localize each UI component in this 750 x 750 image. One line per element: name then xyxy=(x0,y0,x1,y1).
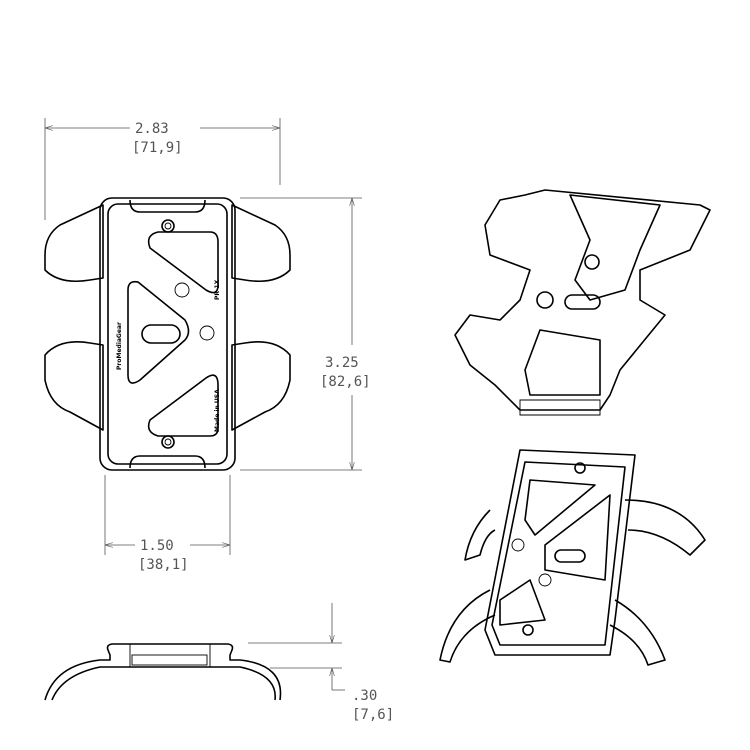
svg-text:[82,6]: [82,6] xyxy=(320,374,371,390)
dimension-width: 2.83 [71,9] xyxy=(44,118,281,220)
side-view xyxy=(44,643,282,701)
svg-text:.30: .30 xyxy=(352,688,377,704)
dimension-height: 3.25 [82,6] xyxy=(240,197,371,471)
svg-text:[71,9]: [71,9] xyxy=(132,140,183,156)
isometric-view-bottom xyxy=(439,449,706,666)
front-view: ProMediaGear PR-1X Made in USA xyxy=(44,197,291,471)
origin-marking: Made in USA xyxy=(214,389,221,432)
svg-text:3.25: 3.25 xyxy=(325,355,359,371)
model-marking: PR-1X xyxy=(214,279,221,300)
svg-text:[7,6]: [7,6] xyxy=(352,707,394,723)
brand-marking: ProMediaGear xyxy=(116,322,123,370)
dimension-thickness: .30 [7,6] xyxy=(248,603,394,723)
svg-text:[38,1]: [38,1] xyxy=(138,557,189,573)
svg-text:1.50: 1.50 xyxy=(140,538,174,554)
isometric-view-top xyxy=(454,189,711,416)
svg-text:2.83: 2.83 xyxy=(135,121,169,137)
dimension-slot-width: 1.50 [38,1] xyxy=(104,475,231,573)
